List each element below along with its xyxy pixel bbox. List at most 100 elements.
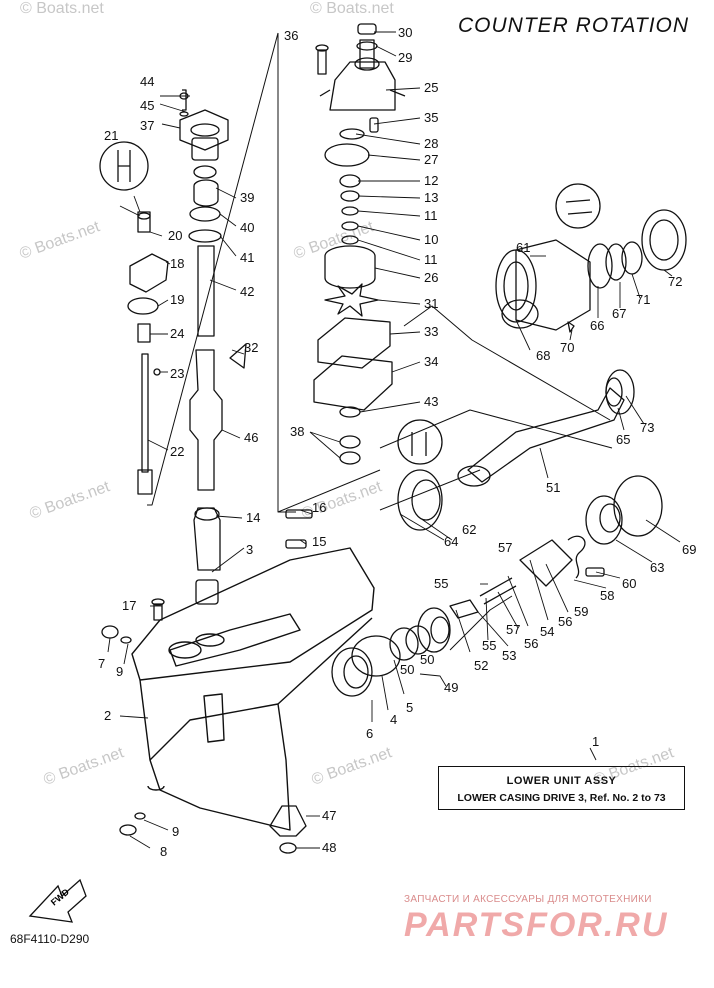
part-label-11-b: 11 — [424, 252, 438, 267]
part-label-6: 6 — [366, 726, 373, 741]
part-label-11-a: 11 — [424, 208, 438, 223]
part-label-15: 15 — [312, 534, 326, 549]
lower-casing — [131, 547, 375, 831]
shift-rod-stack — [127, 211, 313, 549]
boats-watermark-1: © Boats.net — [20, 0, 104, 17]
part-label-71: 71 — [636, 292, 650, 307]
part-label-56-a: 56 — [558, 614, 572, 629]
part-label-66: 66 — [590, 318, 604, 333]
part-label-57-b: 57 — [506, 622, 520, 637]
lower-unit-assy-callout: LOWER UNIT ASSY LOWER CASING DRIVE 3, Re… — [438, 766, 685, 810]
part-label-29: 29 — [398, 50, 412, 65]
part-label-19: 19 — [170, 292, 184, 307]
shop-logo: PARTSFOR.RU — [404, 906, 669, 944]
shop-tagline: ЗАПЧАСТИ И АКСЕССУАРЫ ДЛЯ МОТОТЕХНИКИ — [404, 894, 652, 905]
part-label-50-a: 50 — [400, 662, 414, 677]
part-label-56-b: 56 — [524, 636, 538, 651]
part-label-2: 2 — [104, 708, 111, 723]
explode-boundary-lines — [147, 32, 613, 651]
part-label-43: 43 — [424, 394, 438, 409]
part-label-22: 22 — [170, 444, 184, 459]
part-label-31: 31 — [424, 296, 438, 311]
part-label-36: 36 — [284, 28, 298, 43]
part-label-57-a: 57 — [498, 540, 512, 555]
part-label-60: 60 — [622, 576, 636, 591]
part-label-49: 49 — [444, 680, 458, 695]
part-label-30: 30 — [398, 25, 412, 40]
part-label-48: 48 — [322, 840, 336, 855]
part-label-72: 72 — [668, 274, 682, 289]
part-label-21: 21 — [104, 128, 118, 143]
part-label-41: 41 — [240, 250, 254, 265]
diagram-code: 68F4110-D290 — [10, 932, 90, 946]
part-label-33: 33 — [424, 324, 438, 339]
part-label-50-b: 50 — [420, 652, 434, 667]
part-label-46: 46 — [244, 430, 258, 445]
part-label-53: 53 — [502, 648, 516, 663]
part-label-35: 35 — [424, 110, 438, 125]
propeller-shaft-assembly — [331, 369, 663, 697]
part-label-8: 8 — [160, 844, 167, 859]
part-label-26: 26 — [424, 270, 438, 285]
part-label-40: 40 — [240, 220, 254, 235]
part-label-54: 54 — [540, 624, 554, 639]
part-label-55-a: 55 — [434, 576, 448, 591]
part-label-61: 61 — [516, 240, 530, 255]
part-label-65: 65 — [616, 432, 630, 447]
part-label-28: 28 — [424, 136, 438, 151]
part-label-34: 34 — [424, 354, 438, 369]
part-label-47: 47 — [322, 808, 336, 823]
part-label-1: 1 — [592, 734, 599, 749]
part-label-59: 59 — [574, 604, 588, 619]
callout-line-2: LOWER CASING DRIVE 3, Ref. No. 2 to 73 — [457, 792, 666, 804]
part-label-39: 39 — [240, 190, 254, 205]
part-label-69: 69 — [682, 542, 696, 557]
water-pump-stack — [313, 23, 406, 465]
part-label-67: 67 — [612, 306, 626, 321]
part-label-62: 62 — [462, 522, 476, 537]
part-label-12: 12 — [424, 173, 438, 188]
lower-small-parts — [101, 598, 307, 854]
part-label-44: 44 — [140, 74, 154, 89]
part-label-3: 3 — [246, 542, 253, 557]
part-label-4: 4 — [390, 712, 397, 727]
fwd-label: FWD — [49, 886, 72, 907]
part-label-17: 17 — [122, 598, 136, 613]
part-number-labels: 30 29 25 35 28 27 12 13 11 10 11 26 31 3… — [98, 25, 696, 859]
part-label-23: 23 — [170, 366, 184, 381]
part-label-64: 64 — [444, 534, 458, 549]
callout-line-1: LOWER UNIT ASSY — [506, 775, 617, 787]
boats-watermark-2: © Boats.net — [310, 0, 394, 17]
bearing-housing-assembly — [495, 209, 687, 333]
part-label-51: 51 — [546, 480, 560, 495]
part-label-25: 25 — [424, 80, 438, 95]
part-label-5: 5 — [406, 700, 413, 715]
part-label-9-a: 9 — [116, 664, 123, 679]
part-label-58: 58 — [600, 588, 614, 603]
part-label-63: 63 — [650, 560, 664, 575]
part-label-16: 16 — [312, 500, 326, 515]
part-label-32: 32 — [244, 340, 258, 355]
part-label-20: 20 — [168, 228, 182, 243]
diagram-title: COUNTER ROTATION — [458, 14, 690, 37]
part-label-7-a: 7 — [98, 656, 105, 671]
part-label-13: 13 — [424, 190, 438, 205]
part-label-73: 73 — [640, 420, 654, 435]
part-label-14: 14 — [246, 510, 260, 525]
part-label-37: 37 — [140, 118, 154, 133]
part-label-52: 52 — [474, 658, 488, 673]
detail-insets — [99, 141, 601, 465]
drive-shaft-stack — [179, 89, 229, 605]
part-label-27: 27 — [424, 152, 438, 167]
part-label-38: 38 — [290, 424, 304, 439]
fwd-arrow-icon: FWD — [28, 878, 87, 923]
part-label-70: 70 — [560, 340, 574, 355]
part-label-10: 10 — [424, 232, 438, 247]
part-label-55-b: 55 — [482, 638, 496, 653]
leader-lines — [107, 31, 681, 849]
part-label-68: 68 — [536, 348, 550, 363]
part-label-45: 45 — [140, 98, 154, 113]
part-label-42: 42 — [240, 284, 254, 299]
